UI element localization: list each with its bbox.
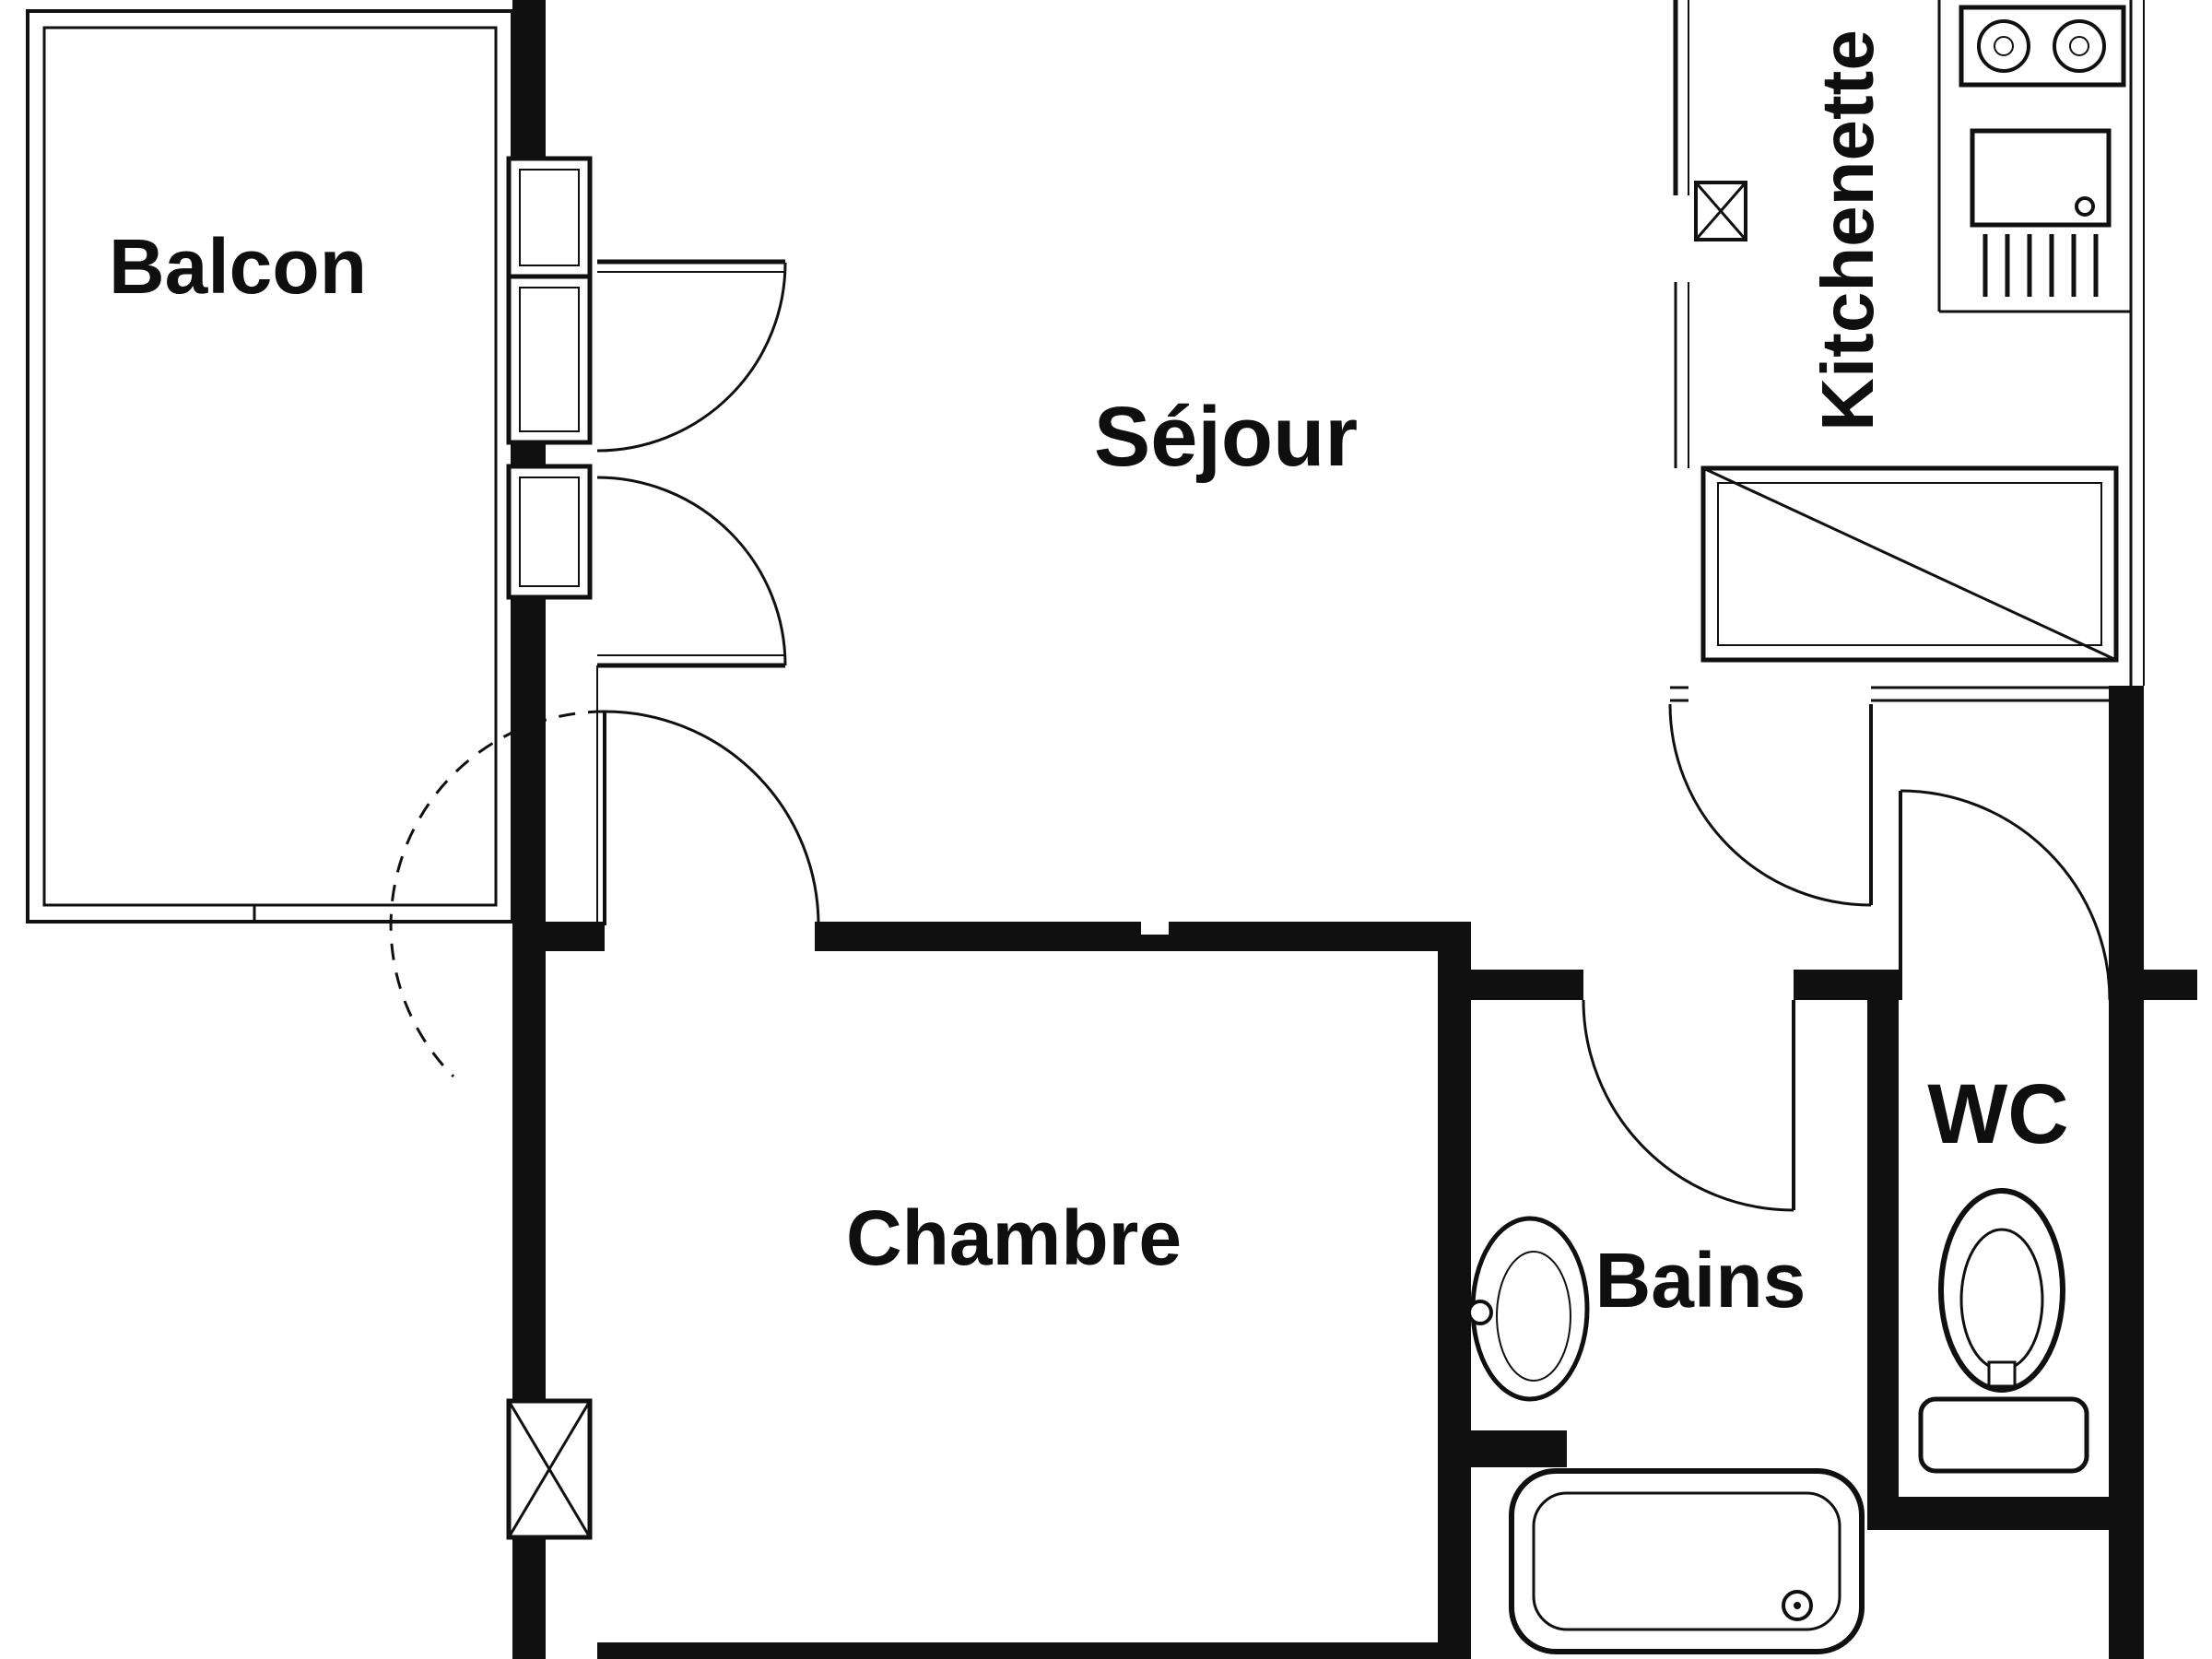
- entry-door-symbol: [1673, 0, 1747, 241]
- bath-door-symbol: [1582, 999, 1795, 1212]
- room-label-wc: WC: [1927, 1067, 2068, 1161]
- stove-burners: [1959, 5, 2126, 88]
- drainer-grill: [1983, 234, 2099, 297]
- interior-walls: [546, 282, 2197, 1659]
- bathtub: [1509, 1468, 1865, 1654]
- kitchen-sink-unit: [1970, 128, 2112, 228]
- window-x-brace: [506, 1398, 593, 1659]
- toilet: [1918, 1188, 2089, 1474]
- room-label-bains: Bains: [1595, 1237, 1806, 1324]
- room-label-kitchenette: Kitchenette: [1806, 29, 1888, 431]
- kitchenette-counter: [1937, 0, 2145, 686]
- room-label-sejour: Séjour: [1094, 390, 1358, 484]
- hall-door-symbol: [1668, 703, 1873, 907]
- washbasin: [1467, 1216, 1590, 1402]
- bedroom-door-symbol: [389, 710, 820, 1078]
- exterior-left-wall: [506, 0, 598, 1401]
- room-label-chambre: Chambre: [846, 1194, 1182, 1281]
- wc-door-symbol: [1899, 789, 2112, 1001]
- balcony-outline: [26, 9, 514, 924]
- room-label-balcon: Balcon: [109, 223, 367, 310]
- french-door-symbol: [596, 259, 787, 668]
- counter-cabinet: [1700, 465, 2119, 663]
